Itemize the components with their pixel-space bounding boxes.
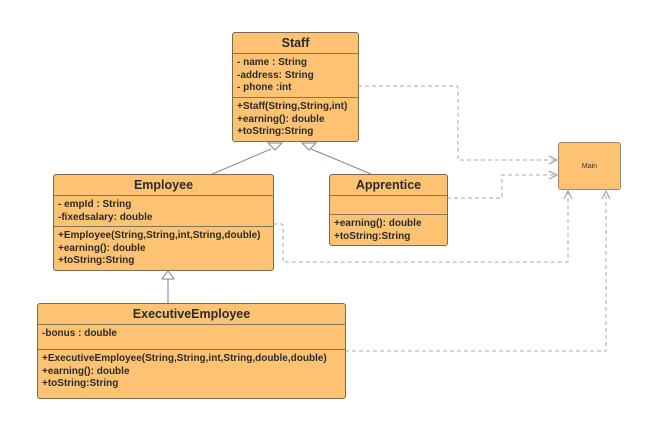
dependency-apprentice-main bbox=[447, 175, 557, 199]
attribute: -fixedsalary: double bbox=[58, 211, 153, 223]
attributes-section: - empId : String -fixedsalary: double bbox=[54, 196, 273, 227]
class-staff[interactable]: Staff - name : String -address: String -… bbox=[232, 32, 359, 142]
generalization-apprentice-staff bbox=[310, 148, 372, 175]
method: +earning(): double bbox=[237, 113, 325, 125]
attributes-section bbox=[330, 196, 447, 215]
class-executive-employee[interactable]: ExecutiveEmployee -bonus : double +Execu… bbox=[37, 303, 346, 399]
method: +Staff(String,String,int) bbox=[237, 101, 348, 112]
class-name: ExecutiveEmployee bbox=[38, 304, 345, 325]
methods-section: +Staff(String,String,int) +earning(): do… bbox=[233, 98, 358, 142]
methods-section: +ExecutiveEmployee(String,String,int,Str… bbox=[38, 350, 345, 394]
dependency-executive-main bbox=[345, 191, 606, 352]
class-employee[interactable]: Employee - empId : String -fixedsalary: … bbox=[53, 174, 274, 271]
method: +earning(): double bbox=[334, 218, 422, 229]
attribute: -bonus : double bbox=[42, 328, 117, 339]
class-name: Apprentice bbox=[330, 175, 447, 196]
class-apprentice[interactable]: Apprentice +earning(): double +toString:… bbox=[329, 174, 448, 246]
method: +toString:String bbox=[237, 126, 314, 137]
method: +toString:String bbox=[334, 230, 411, 242]
class-name: Main bbox=[581, 162, 598, 170]
method: +earning(): double bbox=[58, 242, 146, 254]
attribute: - name : String bbox=[237, 57, 308, 68]
attribute: - empId : String bbox=[58, 199, 132, 210]
method: +toString:String bbox=[42, 378, 119, 389]
inheritance-triangle-icon bbox=[161, 270, 175, 280]
dependency-staff-main bbox=[358, 85, 557, 160]
method: +ExecutiveEmployee(String,String,int,Str… bbox=[42, 353, 327, 364]
attributes-section: -bonus : double bbox=[38, 325, 345, 350]
attributes-section: - name : String -address: String - phone… bbox=[233, 54, 358, 98]
method: +earning(): double bbox=[42, 365, 130, 377]
methods-section: +earning(): double +toString:String bbox=[330, 215, 447, 246]
inheritance-triangle-icon bbox=[300, 142, 318, 151]
attribute: -address: String bbox=[237, 69, 314, 81]
attribute: - phone :int bbox=[237, 82, 292, 93]
methods-section: +Employee(String,String,int,String,doubl… bbox=[54, 227, 273, 271]
class-main[interactable]: Main bbox=[558, 142, 621, 190]
class-name: Employee bbox=[54, 175, 273, 196]
dependency-employee-main bbox=[273, 191, 568, 263]
inheritance-triangle-icon bbox=[266, 142, 284, 151]
class-name: Staff bbox=[233, 33, 358, 54]
method: +Employee(String,String,int,String,doubl… bbox=[58, 230, 261, 241]
method: +toString:String bbox=[58, 255, 135, 266]
generalization-employee-staff bbox=[209, 148, 272, 176]
